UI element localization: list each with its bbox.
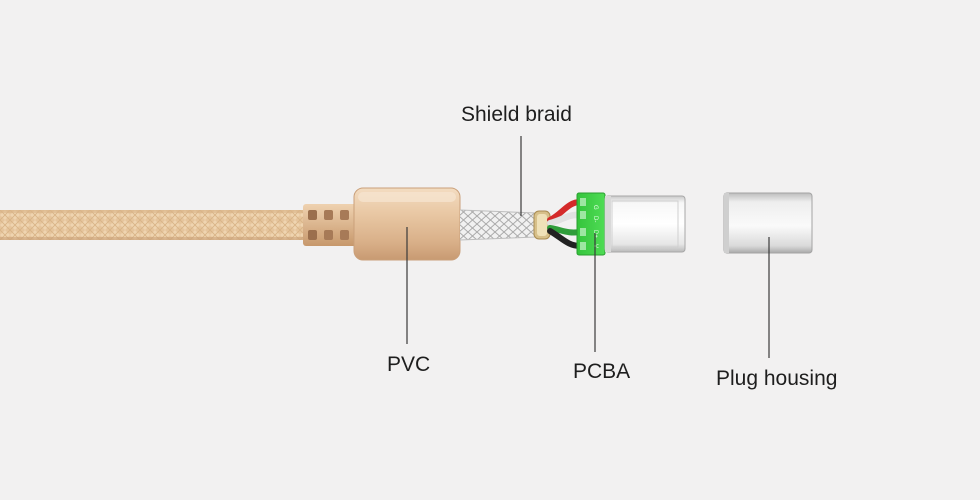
shield-braid-label: Shield braid [461,103,572,126]
plug-housing [723,192,813,254]
pcba-board: G D- D+ V [576,192,606,256]
braided-cable [0,210,312,240]
strain-relief [303,204,359,246]
leader-lines [406,136,770,358]
shield-braid [459,209,537,241]
plug-housing-label: Plug housing [716,367,838,390]
pcba-pin-mark: D- [592,216,598,222]
pvc-label: PVC [387,353,431,376]
conductor-wires [546,199,584,249]
pcba-pin-mark: G [592,205,598,210]
usb-c-shell [604,195,686,253]
pcba-label: PCBA [573,360,631,383]
